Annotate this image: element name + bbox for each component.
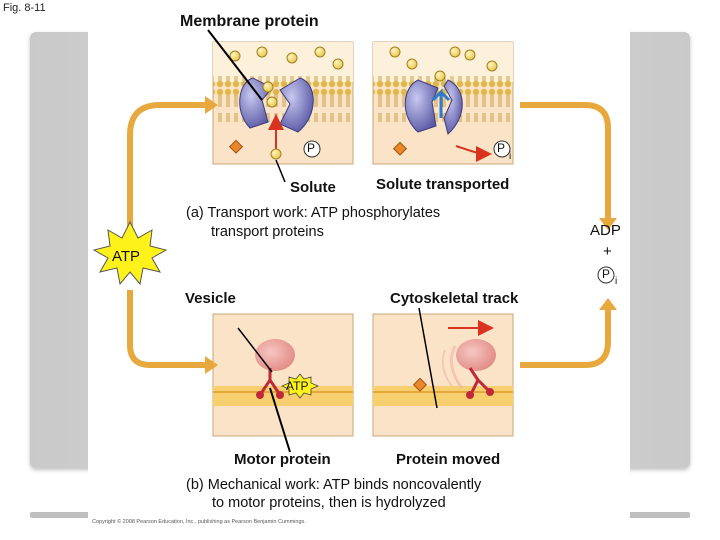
atp-small-label: ATP <box>286 379 309 393</box>
vesicle-pointer <box>237 327 273 373</box>
caption-b-line1: (b) Mechanical work: ATP binds noncovale… <box>186 477 482 493</box>
phosphate-label: P <box>307 141 316 155</box>
motor-protein-box-moved <box>372 313 514 437</box>
membrane-protein-pointer <box>207 29 263 101</box>
transport-protein-closed <box>239 77 314 150</box>
transport-protein-box-before <box>212 41 354 165</box>
phosphate-icon <box>303 140 321 158</box>
protein-moved-label: Protein moved <box>396 451 501 468</box>
adp-label: ADP <box>590 222 621 239</box>
cycle-arrows <box>127 102 611 368</box>
solute-pointer <box>275 159 286 183</box>
motor-protein-pointer <box>269 387 291 453</box>
atp-burst-small-icon <box>280 373 320 399</box>
transport-protein-open <box>404 79 463 135</box>
cytoskeletal-track-label: Cytoskeletal track <box>390 290 519 307</box>
pi-subscript: i <box>615 276 618 287</box>
arrowhead-right-bottom <box>205 356 218 374</box>
phosphate-i-icon <box>493 140 511 158</box>
motor-protein-label: Motor protein <box>234 451 331 468</box>
pi-circle-icon <box>597 266 615 284</box>
caption-b-line2: to motor proteins, then is hydrolyzed <box>212 495 446 511</box>
copyright-text: Copyright © 2008 Pearson Education, Inc.… <box>92 519 306 525</box>
plus-label: + <box>603 243 612 260</box>
transport-protein-box-after <box>372 41 514 165</box>
figure-panel <box>88 11 630 528</box>
membrane-protein-label: Membrane protein <box>180 13 319 30</box>
figure-label: Fig. 8-11 <box>3 2 46 14</box>
pi-label: P <box>602 267 611 281</box>
arrowhead-right-top <box>205 96 218 114</box>
vesicle-label: Vesicle <box>185 290 236 307</box>
caption-a-line1: (a) Transport work: ATP phosphorylates <box>186 205 441 221</box>
atp-label: ATP <box>112 248 141 265</box>
caption-a-line2: transport proteins <box>211 224 324 240</box>
solute-label: Solute <box>290 179 336 196</box>
phosphate-i-label: P <box>497 141 506 155</box>
arrowhead-up <box>599 298 617 310</box>
vesicle <box>255 339 295 371</box>
solute-ball <box>270 148 282 160</box>
phosphate-i-subscript: i <box>509 151 512 162</box>
solute-transported-label: Solute transported <box>376 176 510 193</box>
motor-protein-box-vesicle <box>212 313 354 437</box>
atp-burst-icon <box>92 220 168 286</box>
cytoskeletal-track-pointer <box>418 307 438 409</box>
arrowhead-down <box>599 218 617 230</box>
